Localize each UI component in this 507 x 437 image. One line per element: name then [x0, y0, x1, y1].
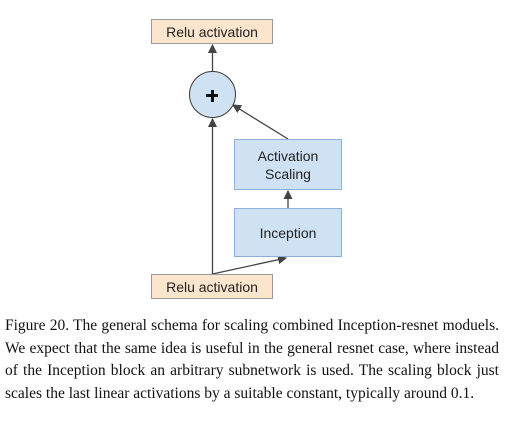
addition-node: [189, 71, 236, 118]
inception-block-box: Inception: [234, 208, 342, 257]
inception-label: Inception: [259, 224, 317, 241]
activation-scaling-label: Activation Scaling: [257, 147, 319, 182]
activation-scaling-box: Activation Scaling: [234, 139, 342, 190]
relu-bottom-label: Relu activation: [166, 278, 258, 295]
arrow-relu-to-inception: [212, 255, 288, 275]
arrow-scaling-to-add: [232, 104, 289, 140]
relu-activation-output-box: Relu activation: [151, 19, 273, 44]
figure-caption: Figure 20. The general schema for scalin…: [5, 317, 499, 402]
relu-activation-input-box: Relu activation: [151, 274, 273, 299]
relu-top-label: Relu activation: [166, 23, 258, 40]
